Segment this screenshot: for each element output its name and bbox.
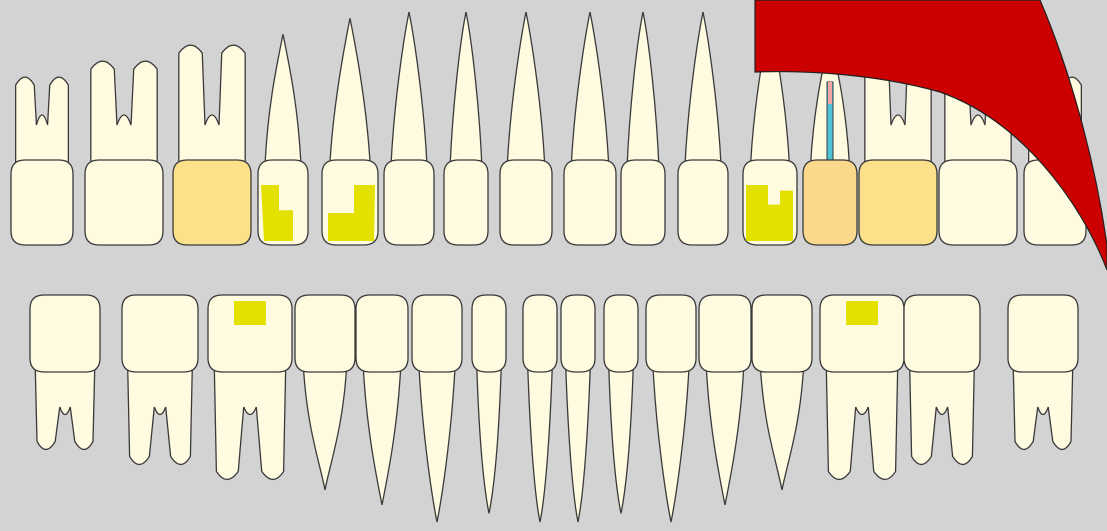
tooth-crown [173, 160, 251, 245]
tooth-crown [444, 160, 488, 245]
upper-tooth-6[interactable] [384, 12, 434, 245]
tooth-root [566, 367, 590, 522]
upper-tooth-3[interactable] [173, 45, 251, 245]
tooth-crown [699, 295, 751, 372]
tooth-root [214, 367, 285, 479]
tooth-crown [122, 295, 198, 372]
lower-tooth-8[interactable] [523, 295, 557, 522]
tooth-root [477, 367, 501, 513]
lower-tooth-13[interactable] [752, 295, 812, 490]
tooth-root [760, 367, 803, 490]
upper-tooth-4[interactable] [258, 34, 308, 245]
tooth-root [826, 367, 897, 479]
lower-arch [30, 295, 1078, 522]
tooth-root [363, 367, 400, 505]
tooth-crown [752, 295, 812, 372]
lower-tooth-4[interactable] [295, 295, 355, 490]
tooth-crown [11, 160, 73, 245]
tooth-crown [30, 295, 100, 372]
upper-tooth-5[interactable] [322, 18, 378, 245]
upper-tooth-7[interactable] [444, 12, 488, 245]
lower-tooth-2[interactable] [122, 295, 198, 464]
tooth-root [91, 61, 157, 165]
tooth-crown [523, 295, 557, 372]
tooth-crown [564, 160, 616, 245]
tooth-crown [1008, 295, 1078, 372]
tooth-crown [412, 295, 462, 372]
lower-tooth-6[interactable] [412, 295, 462, 522]
tooth-crown [472, 295, 506, 372]
tooth-root [303, 367, 346, 490]
tooth-root [571, 12, 608, 165]
tooth-root [653, 367, 689, 522]
tooth-crown [939, 160, 1017, 245]
filling [846, 301, 878, 325]
upper-tooth-2[interactable] [85, 61, 163, 245]
lower-tooth-14[interactable] [820, 295, 904, 479]
tooth-root [910, 367, 975, 464]
tooth-root [450, 12, 482, 165]
lower-tooth-11[interactable] [646, 295, 696, 522]
lower-tooth-3[interactable] [208, 295, 292, 479]
tooth-root [627, 12, 659, 165]
upper-tooth-1[interactable] [11, 77, 73, 245]
tooth-root [265, 34, 301, 165]
lower-tooth-5[interactable] [356, 295, 408, 505]
tooth-root [1013, 367, 1073, 449]
tooth-root [507, 12, 544, 165]
lower-tooth-1[interactable] [30, 295, 100, 449]
tooth-root [609, 367, 633, 513]
lower-tooth-7[interactable] [472, 295, 506, 513]
tooth-root [528, 367, 552, 522]
tooth-crown [356, 295, 408, 372]
tooth-crown [859, 160, 937, 245]
lower-tooth-9[interactable] [561, 295, 595, 522]
tooth-root [179, 45, 245, 165]
lower-tooth-15[interactable] [904, 295, 980, 464]
upper-tooth-11[interactable] [678, 12, 728, 245]
tooth-crown [621, 160, 665, 245]
tooth-root [16, 77, 69, 165]
tooth-root [685, 12, 721, 165]
root-canal-tip [828, 82, 832, 104]
upper-tooth-10[interactable] [621, 12, 665, 245]
tooth-crown [803, 160, 857, 245]
tooth-root [419, 367, 455, 522]
tooth-root [330, 18, 370, 165]
tooth-crown [561, 295, 595, 372]
tooth-crown [500, 160, 552, 245]
tooth-crown [384, 160, 434, 245]
tooth-root [35, 367, 95, 449]
tooth-crown [646, 295, 696, 372]
lower-tooth-10[interactable] [604, 295, 638, 513]
tooth-root [128, 367, 193, 464]
lower-tooth-12[interactable] [699, 295, 751, 505]
tooth-crown [904, 295, 980, 372]
upper-tooth-9[interactable] [564, 12, 616, 245]
tooth-root [706, 367, 743, 505]
tooth-root [391, 12, 427, 165]
filling [234, 301, 266, 325]
tooth-crown [678, 160, 728, 245]
tooth-crown [604, 295, 638, 372]
upper-tooth-8[interactable] [500, 12, 552, 245]
tooth-crown [85, 160, 163, 245]
lower-tooth-16[interactable] [1008, 295, 1078, 449]
tooth-crown [295, 295, 355, 372]
